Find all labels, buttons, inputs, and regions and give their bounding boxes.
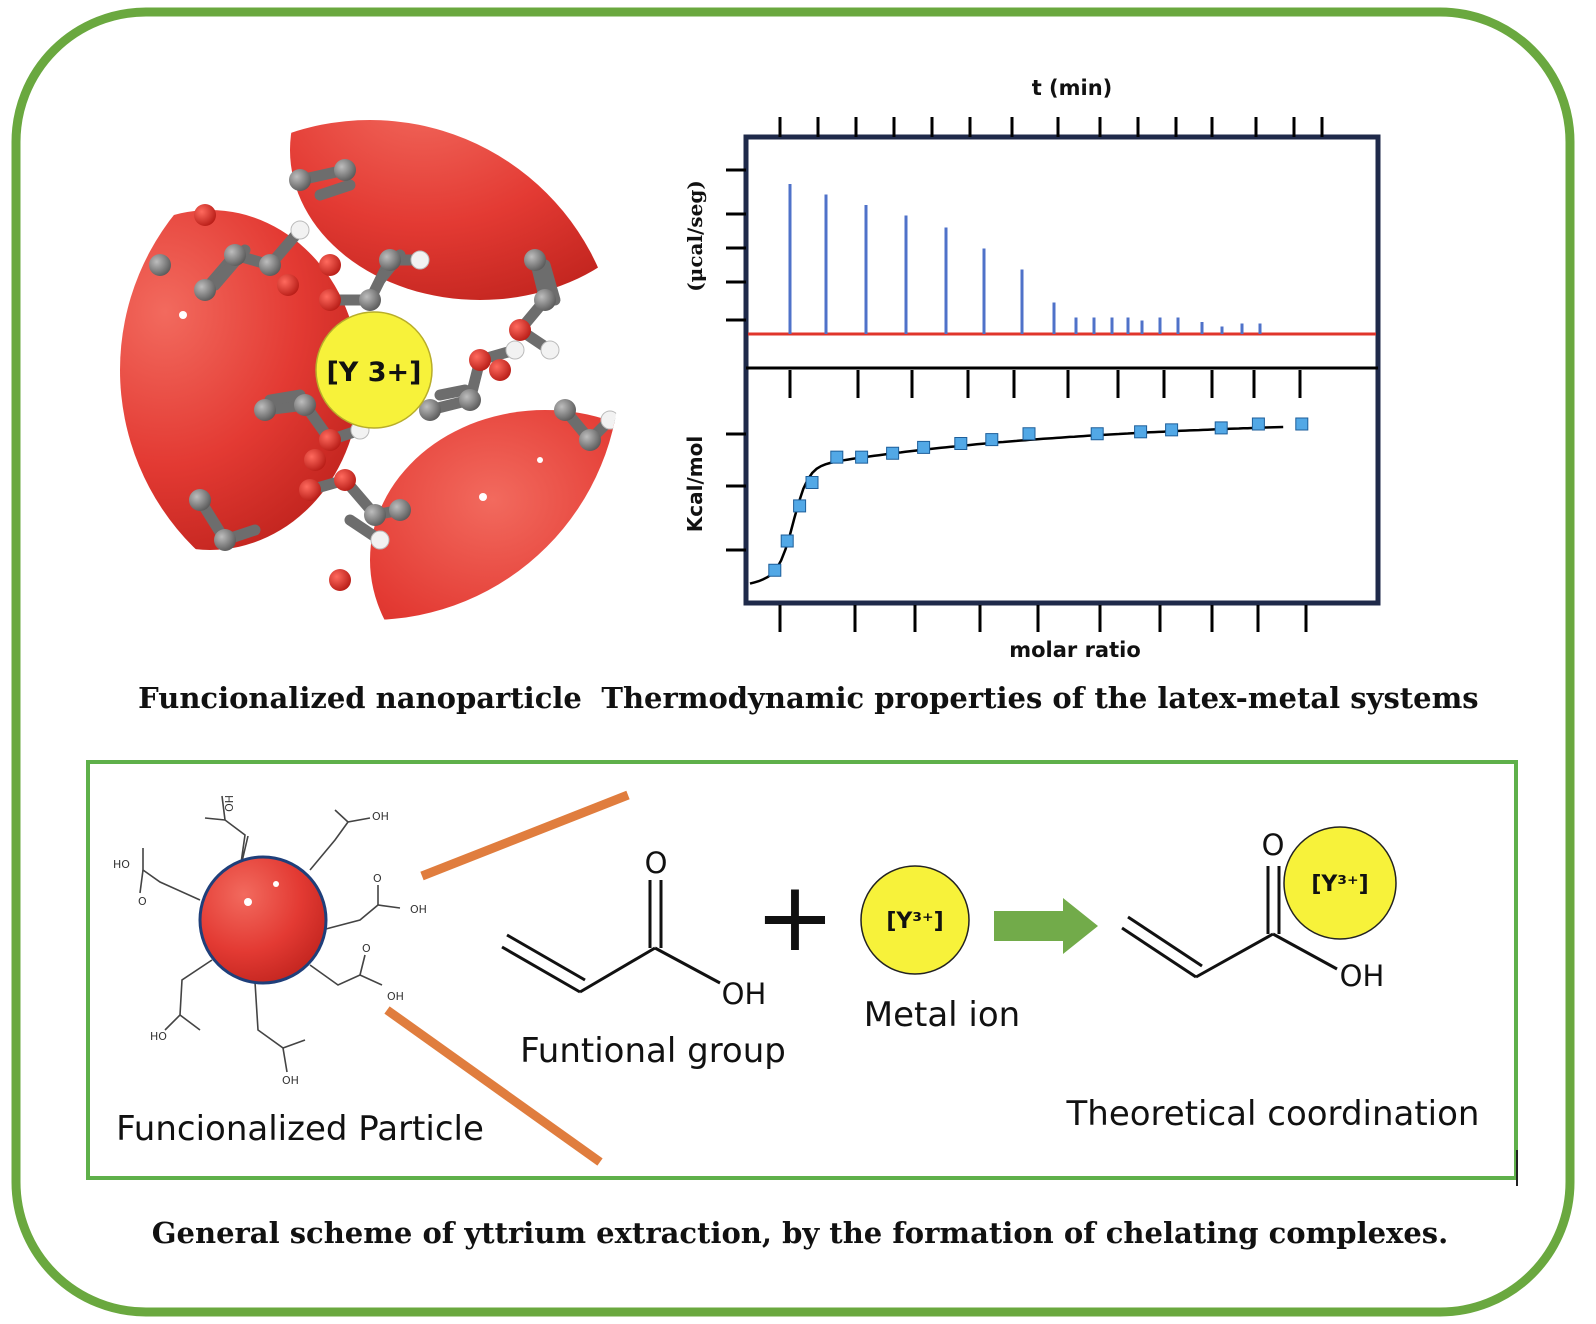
- yttrium-ion-label: [Y 3+]: [326, 357, 421, 388]
- coordination-structure: [1121, 866, 1338, 979]
- top-axis-label: t (min): [1032, 76, 1113, 100]
- isotherm-marker: [1214, 421, 1228, 435]
- scheme-panel: [86, 760, 1518, 1180]
- lower-ylabel: Kcal/mol: [683, 436, 707, 532]
- plot-frame: [743, 134, 1381, 606]
- molecule-atoms: [149, 159, 620, 591]
- hydroxyl-label: OH: [722, 977, 767, 1011]
- carbonyl-o-label: O: [645, 846, 668, 880]
- o-label: O: [138, 895, 147, 908]
- yttrium-ion: [315, 311, 433, 429]
- isotherm-marker: [954, 437, 968, 450]
- coordinated-ion: [1283, 826, 1397, 940]
- zoom-connector: [420, 790, 630, 881]
- itc-chart: t (min) molar ratio (μcal/seg) Kcal/mol: [683, 76, 1381, 662]
- isotherm-marker: [886, 446, 900, 460]
- mid-ticks: [788, 370, 1302, 398]
- particle-core: [198, 855, 328, 985]
- ho-label: HO: [150, 1030, 167, 1043]
- functionalized-particle: HO HO OH OH OH HO OH O O O: [113, 795, 427, 1087]
- reaction-arrow: [994, 898, 1098, 954]
- oh-label: OH: [387, 990, 404, 1003]
- zoom-connector: [384, 1006, 603, 1166]
- isotherm-markers: [768, 417, 1309, 577]
- isotherm-marker: [1165, 423, 1179, 437]
- carbonyl-o-label: O: [1262, 828, 1285, 862]
- plus-sign: +: [755, 861, 835, 973]
- functional-group-caption: Funtional group: [520, 1031, 786, 1071]
- isotherm-marker: [855, 450, 869, 464]
- isotherm-marker: [1090, 427, 1104, 441]
- particle-caption: Funcionalized Particle: [116, 1109, 484, 1149]
- isotherm-marker: [1022, 427, 1036, 441]
- o-label: O: [373, 872, 382, 885]
- isotherm-marker: [768, 563, 782, 577]
- isotherm-marker: [1134, 425, 1148, 439]
- upper-ylabel: (μcal/seg): [683, 180, 707, 292]
- isotherm-marker: [1295, 417, 1309, 431]
- highlight: [479, 493, 487, 501]
- ho-label: HO: [113, 858, 130, 871]
- isotherm-marker: [830, 450, 844, 464]
- footer-caption: General scheme of yttrium extraction, by…: [152, 1216, 1448, 1250]
- nanoparticle-caption: Funcionalized nanoparticle: [138, 681, 582, 715]
- highlight: [537, 457, 543, 463]
- isotherm-marker: [793, 499, 807, 513]
- hydroxyl-label: OH: [1340, 959, 1385, 993]
- acrylic-acid-structure: [501, 880, 721, 994]
- bottom-ticks: [778, 605, 1308, 632]
- ho-label: HO: [222, 795, 235, 812]
- bottom-axis-label: molar ratio: [1009, 638, 1141, 662]
- isotherm-marker: [1251, 417, 1265, 431]
- left-ticks: [726, 168, 746, 552]
- o-label: O: [362, 942, 371, 955]
- highlight: [179, 311, 187, 319]
- coordinated-ion-label: [Y³⁺]: [1311, 872, 1368, 897]
- isotherm-marker: [805, 476, 819, 489]
- top-ticks: [778, 117, 1324, 137]
- metal-ion-caption: Metal ion: [864, 995, 1020, 1035]
- oh-label: OH: [410, 903, 427, 916]
- oh-label: OH: [282, 1074, 299, 1087]
- isotherm-marker: [985, 433, 999, 447]
- isotherm-marker: [917, 440, 931, 454]
- heat-peaks: [788, 184, 1262, 334]
- itc-caption: Thermodynamic properties of the latex-me…: [601, 681, 1478, 715]
- isotherm-marker: [780, 534, 794, 548]
- coordination-caption: Theoretical coordination: [1066, 1094, 1480, 1134]
- metal-ion-label: [Y³⁺]: [886, 909, 943, 934]
- metal-ion: [860, 865, 970, 975]
- oh-label: OH: [372, 810, 389, 823]
